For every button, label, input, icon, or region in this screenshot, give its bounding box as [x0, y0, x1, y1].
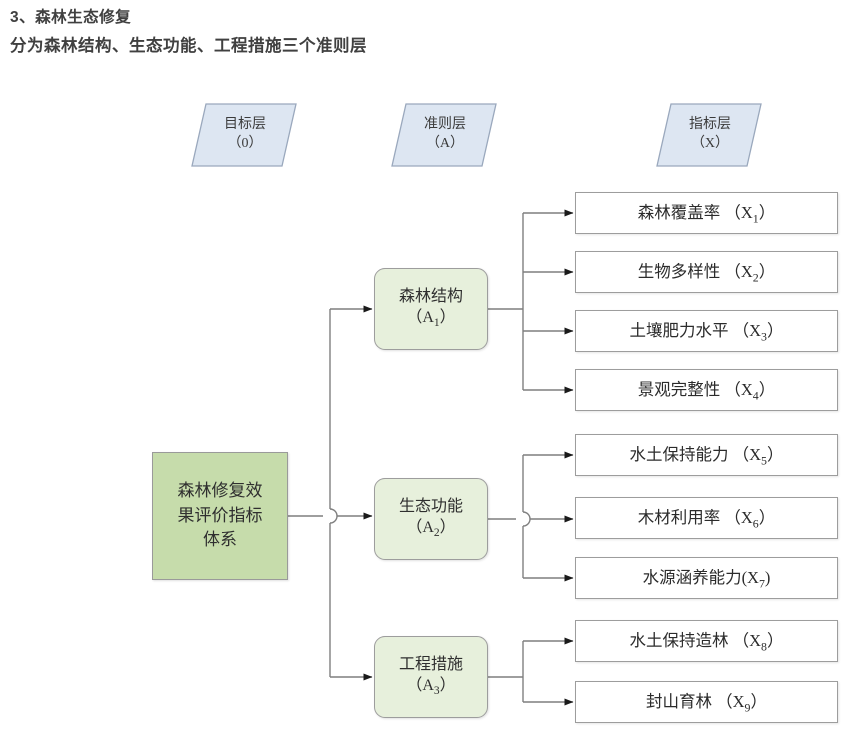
indicator-node-x4-text: 景观完整性 （X4） [637, 380, 776, 403]
legend-indicator-layer: 指标层 （X） [655, 102, 763, 168]
criteria-node-a2[interactable]: 生态功能 （A2） [374, 478, 488, 560]
indicator-node-x6-text: 木材利用率 （X6） [637, 508, 776, 531]
indicator-node-x6[interactable]: 木材利用率 （X6） [575, 497, 838, 539]
indicator-node-x5-text: 水土保持能力 （X5） [629, 445, 784, 468]
indicator-node-x5[interactable]: 水土保持能力 （X5） [575, 434, 838, 476]
indicator-node-x7-text: 水源涵养能力(X7) [642, 568, 771, 591]
legend-criteria-label: 准则层 [424, 117, 466, 133]
legend-goal-code: （0） [227, 136, 263, 151]
parallelogram-shape [391, 103, 497, 167]
indicator-node-x2-text: 生物多样性 （X2） [637, 262, 776, 285]
criteria-node-a3-code: （A3） [406, 677, 456, 698]
criteria-node-a1-code: （A1） [406, 309, 456, 330]
root-node[interactable]: 森林修复效 果评价指标 体系 [152, 452, 288, 580]
parallelogram-shape [191, 103, 297, 167]
indicator-node-x9[interactable]: 封山育林 （X9） [575, 681, 838, 723]
criteria-node-a1-label: 森林结构 [398, 287, 463, 305]
indicator-node-x4[interactable]: 景观完整性 （X4） [575, 369, 838, 411]
indicator-node-x3[interactable]: 土壤肥力水平 （X3） [575, 310, 838, 352]
indicator-node-x8[interactable]: 水土保持造林 （X8） [575, 620, 838, 662]
root-node-line3: 体系 [203, 530, 237, 550]
indicator-node-x9-text: 封山育林 （X9） [646, 692, 767, 715]
legend-goal-label: 目标层 [224, 117, 266, 133]
root-node-line1: 森林修复效 [177, 481, 263, 501]
criteria-node-a3-label: 工程措施 [398, 655, 463, 673]
parallelogram-shape [656, 103, 762, 167]
legend-goal-layer: 目标层 （0） [190, 102, 298, 168]
indicator-node-x1-text: 森林覆盖率 （X1） [637, 203, 776, 226]
criteria-node-a2-code: （A2） [406, 519, 456, 540]
indicator-node-x1[interactable]: 森林覆盖率 （X1） [575, 192, 838, 234]
legend-indicator-code: （X） [690, 136, 730, 151]
section-subheading: 分为森林结构、生态功能、工程措施三个准则层 [10, 37, 367, 55]
root-node-line2: 果评价指标 [177, 505, 263, 525]
criteria-node-a1[interactable]: 森林结构 （A1） [374, 268, 488, 350]
legend-criteria-code: （A） [425, 136, 465, 151]
indicator-node-x3-text: 土壤肥力水平 （X3） [629, 321, 784, 344]
legend-criteria-layer: 准则层 （A） [390, 102, 498, 168]
indicator-node-x8-text: 水土保持造林 （X8） [629, 631, 784, 654]
criteria-node-a3[interactable]: 工程措施 （A3） [374, 636, 488, 718]
indicator-node-x2[interactable]: 生物多样性 （X2） [575, 251, 838, 293]
legend-indicator-label: 指标层 [689, 117, 731, 133]
section-heading: 3、森林生态修复 [10, 9, 132, 26]
indicator-node-x7[interactable]: 水源涵养能力(X7) [575, 557, 838, 599]
criteria-node-a2-label: 生态功能 [398, 497, 463, 515]
